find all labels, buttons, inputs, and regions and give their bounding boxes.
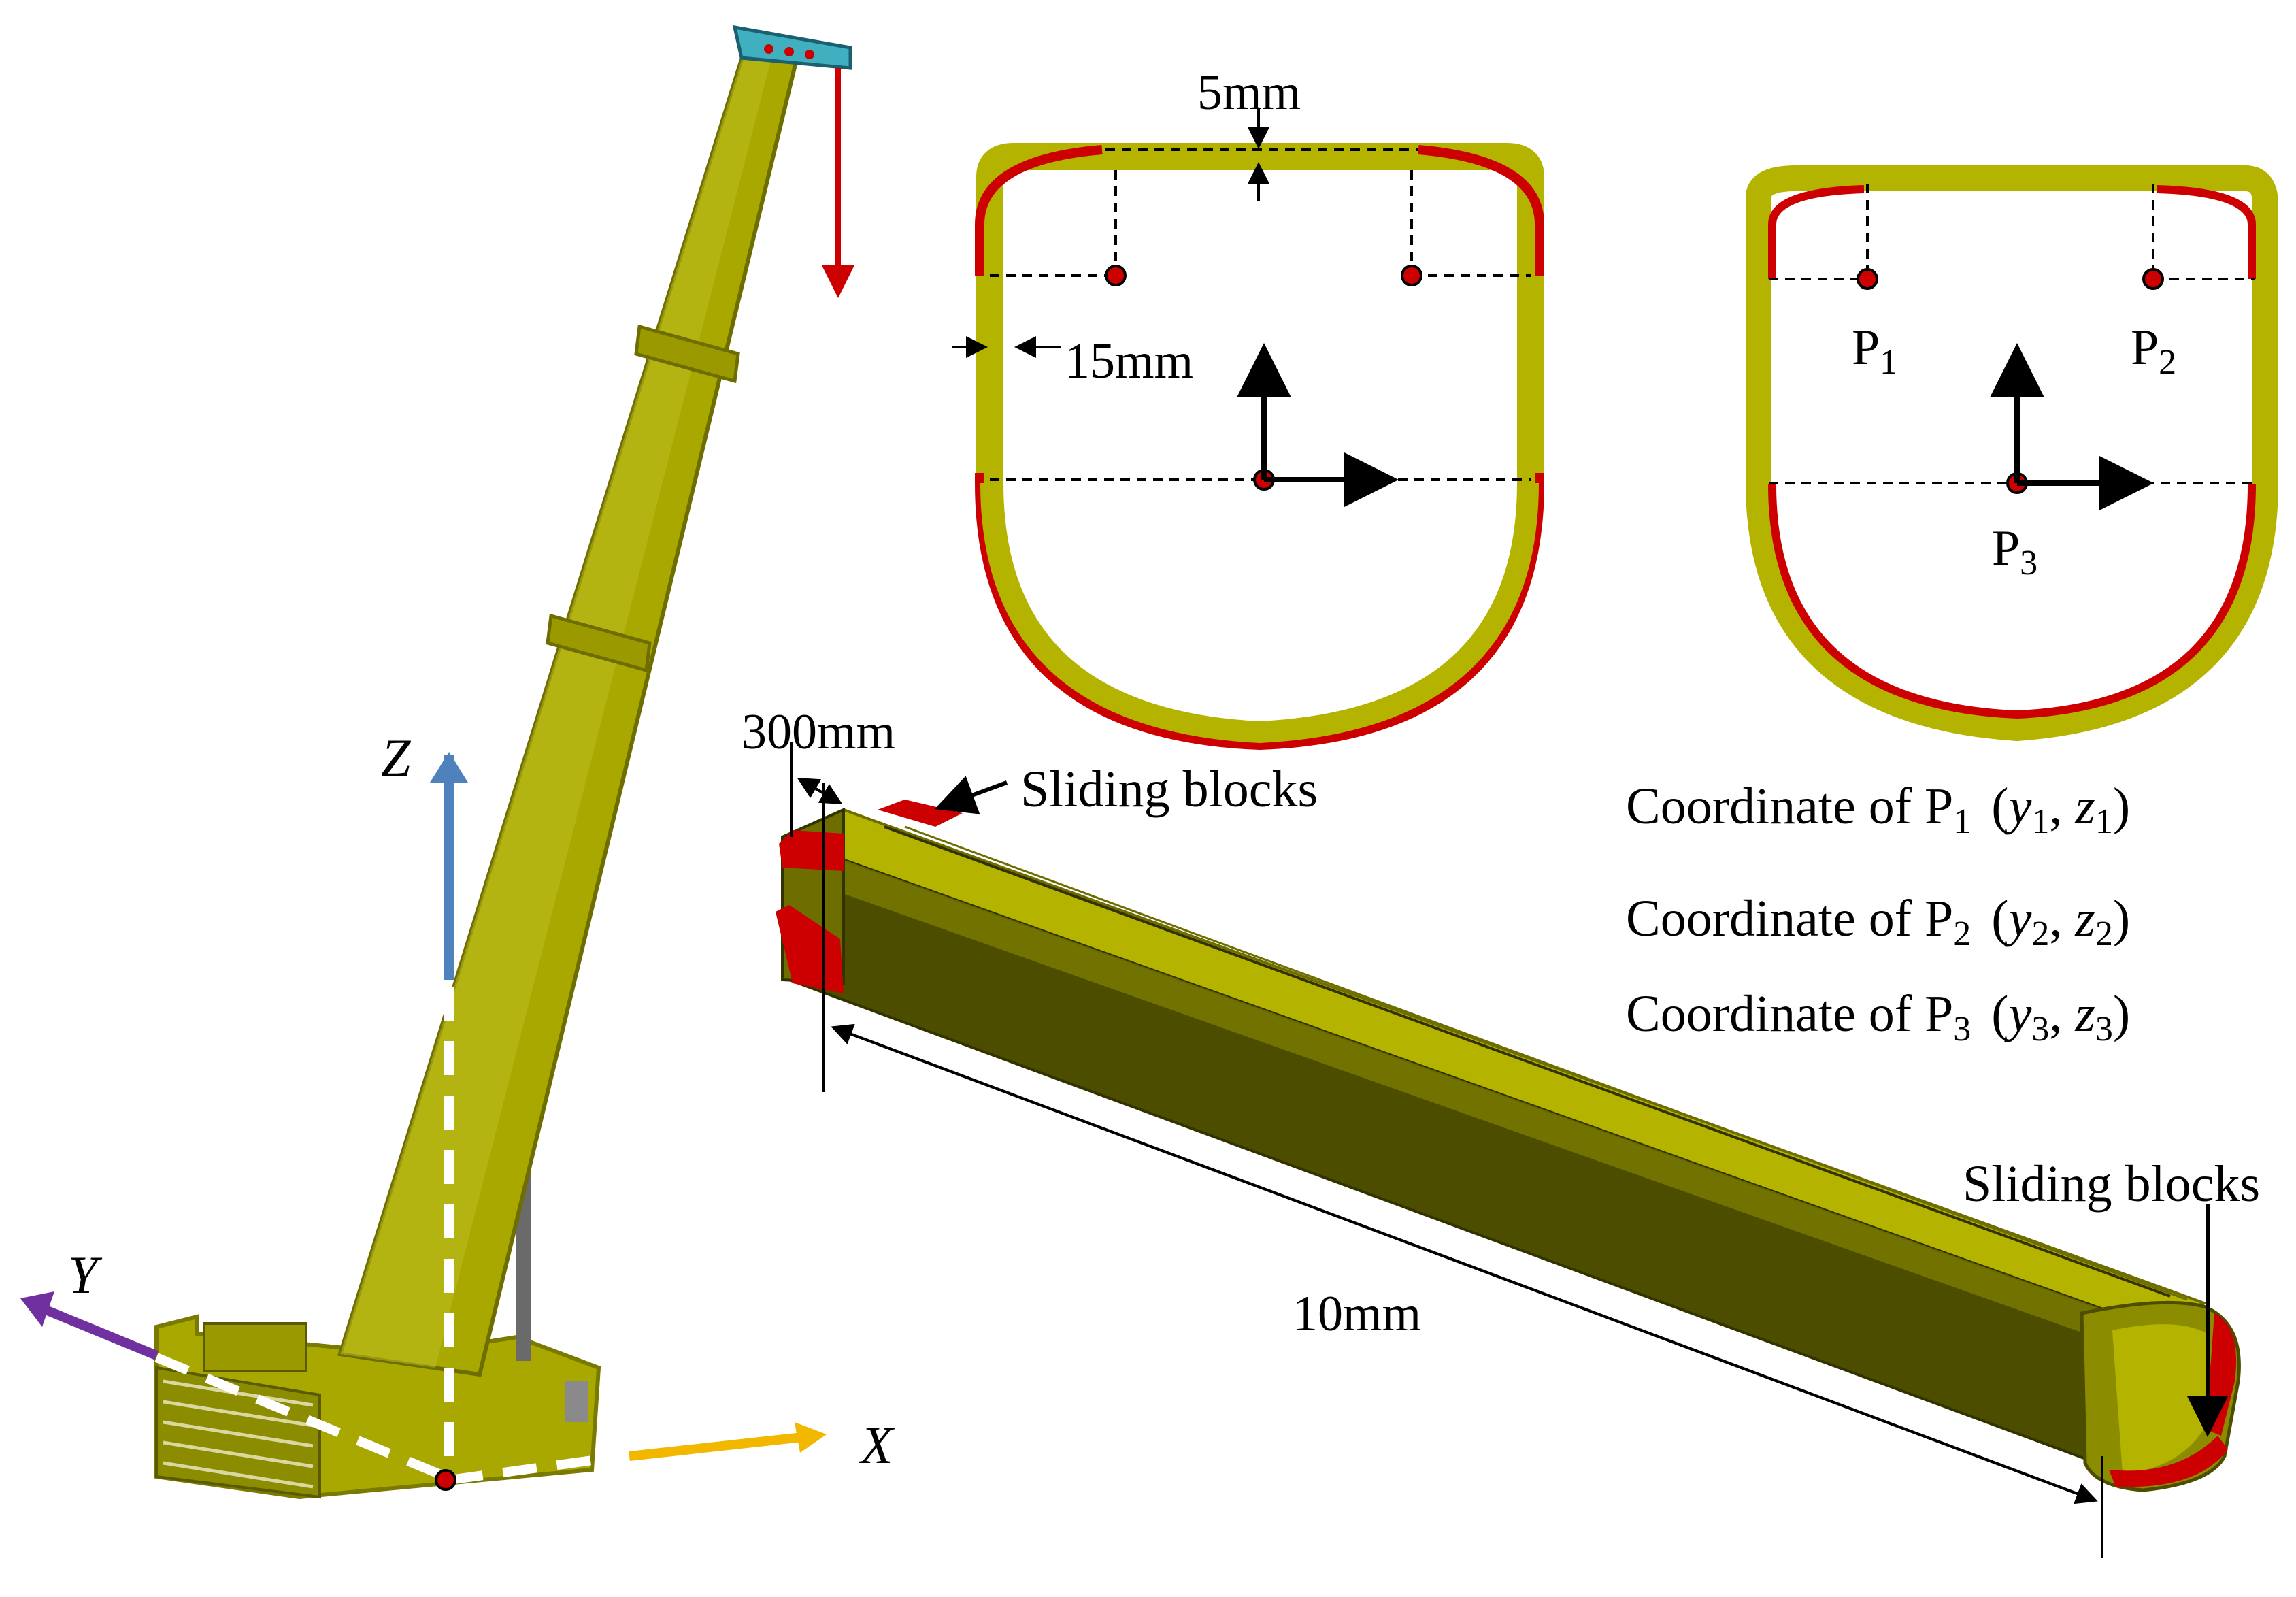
section-right-dashes [1769, 184, 2255, 484]
axis-y-arrow [35, 1302, 159, 1360]
boom-section-ridge-1 [884, 825, 2171, 1298]
crane-origin-point [435, 1469, 456, 1491]
dim-length-line-left [831, 1023, 2096, 1502]
sliding-block-front-bottom [776, 905, 844, 993]
section-left-point-2 [1401, 265, 1422, 286]
dim-side-thickness: 15mm [1065, 333, 1193, 389]
dim-length-label: 10mm [1293, 1286, 1421, 1342]
crane-side-panel [565, 1381, 588, 1422]
point-p2 [2142, 268, 2164, 290]
coordinate-p3: Coordinate of P3(y3, z3) [1626, 985, 2130, 1049]
crane-model: Z Y X [20, 24, 895, 1500]
label-p1: P1 [1852, 320, 1897, 382]
point-p1 [1857, 268, 1878, 290]
axis-x-arrow [629, 1432, 803, 1461]
slider-top-left [975, 145, 1103, 276]
section-left-outline [976, 143, 1544, 748]
crane-centerline-x [448, 1451, 623, 1485]
boom-section-ridge-2 [904, 825, 2188, 1301]
boom-head [732, 24, 852, 70]
sliding-block-front-top [779, 830, 844, 871]
sliding-blocks-pointer-front [934, 776, 1008, 814]
axis-y-head [20, 1291, 54, 1327]
sliding-block-far-bottom [2109, 1436, 2228, 1487]
boom-section-model: 10mm 300mm Sliding blocks Sliding blocks [742, 704, 2260, 1558]
cross-section-dimensions: 5mm 15mm [952, 65, 1544, 751]
boom-section-top-face [786, 808, 2209, 1326]
coordinate-p2: Coordinate of P2(y2, z2) [1626, 890, 2130, 953]
section-right-outline [1746, 165, 2278, 741]
axis-z-head [430, 752, 468, 783]
boom-collars [546, 324, 740, 673]
coordinate-p1: Coordinate of P1(y1, z1) [1626, 778, 2130, 841]
axis-y-label: Y [68, 1245, 103, 1304]
axis-x-label: X [859, 1415, 895, 1475]
axis-z-label: Z [381, 728, 412, 787]
slider-bottom [975, 473, 1544, 751]
crane-cab [203, 1322, 307, 1372]
cross-section-points: P1 P2 P3 [1746, 165, 2278, 741]
axis-x-head [795, 1422, 827, 1453]
sliding-blocks-label-end: Sliding blocks [1963, 1155, 2260, 1213]
sliding-blocks-label-front: Sliding blocks [1020, 761, 1318, 818]
slider-top-right [1418, 145, 1544, 276]
boom-highlight [340, 37, 776, 1368]
dim-slider-arrow-back [797, 777, 842, 804]
boom-head-pins [764, 44, 814, 59]
counterweight-lines [163, 1379, 314, 1489]
coordinate-list: Coordinate of P1(y1, z1) Coordinate of P… [1626, 778, 2130, 1049]
slider-right-bottom [1768, 484, 2256, 719]
sliding-block-front-upper [878, 800, 963, 827]
slider-right-top-right [2156, 185, 2256, 279]
dim-slider-length: 300mm [742, 704, 895, 760]
section-left-dashes [990, 148, 1531, 481]
label-p3: P3 [1992, 521, 2037, 582]
slider-right-top-left [1768, 185, 1865, 279]
boom-section-far-inner [2112, 1324, 2208, 1473]
section-left-point-1 [1105, 265, 1127, 286]
label-p2: P2 [2131, 320, 2176, 382]
dim-top-thickness: 5mm [1197, 65, 1301, 120]
boom-section-edge-highlight [789, 840, 2143, 1354]
